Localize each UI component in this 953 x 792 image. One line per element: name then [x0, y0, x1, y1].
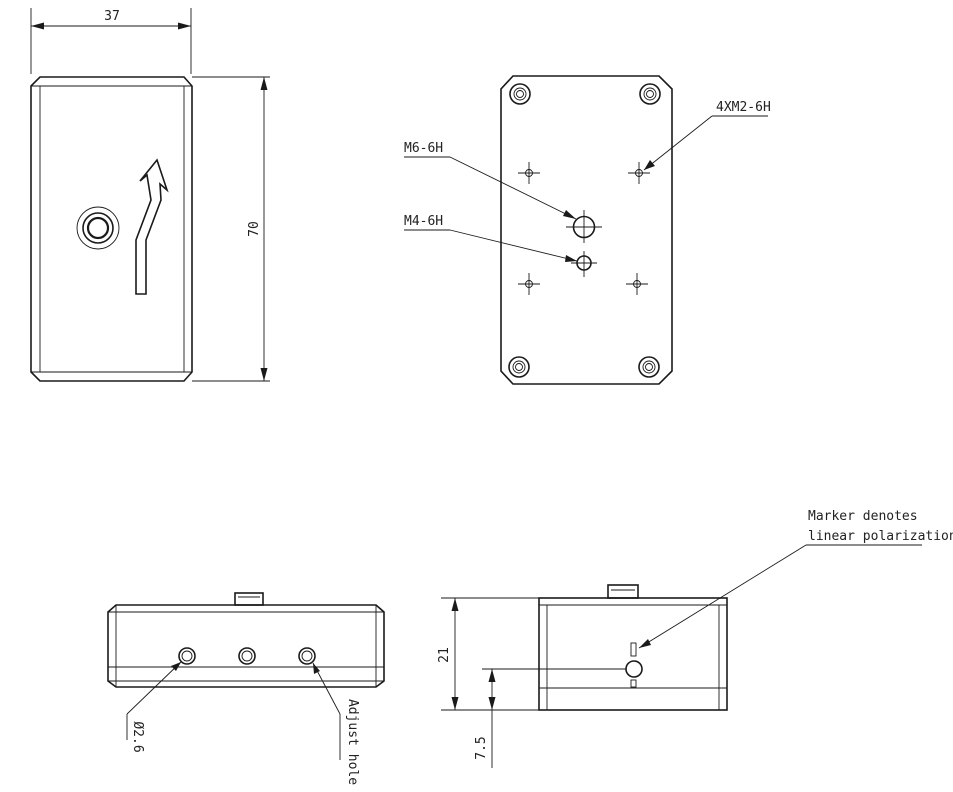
end-offset-dim: 7.5 — [474, 736, 489, 759]
front-height-dim: 70 — [247, 221, 262, 237]
corner-hole-bl — [508, 356, 530, 378]
polarization-marker — [630, 642, 637, 657]
back-view: M6-6H M4-6H 4XM2-6H — [404, 75, 771, 385]
side-view: Ø2.6 Adjust hole — [107, 592, 385, 785]
end-body-outline — [538, 597, 728, 711]
side-hole-2 — [238, 647, 256, 665]
marker-note-line2: linear polarization — [808, 529, 953, 544]
callout-corner-holes: 4XM2-6H — [716, 100, 771, 115]
m6-hole — [566, 210, 602, 243]
side-hole-3 — [298, 647, 316, 665]
callout-m4: M4-6H — [404, 214, 443, 229]
adjust-hole-label: Adjust hole — [345, 699, 360, 785]
callout-m6: M6-6H — [404, 141, 443, 156]
corner-hole-tl — [509, 83, 531, 105]
front-view: 37 70 — [30, 8, 270, 382]
end-connector — [607, 584, 639, 599]
side-connector — [234, 592, 264, 606]
front-polarization-arrow-icon — [135, 158, 169, 295]
m4-hole — [571, 251, 597, 277]
m2-hole-3 — [518, 273, 540, 295]
back-plate-outline — [500, 75, 673, 385]
marker-note-line1: Marker denotes — [808, 509, 918, 524]
m2-hole-4 — [626, 273, 648, 295]
front-connector — [76, 206, 120, 250]
m2-hole-1 — [518, 162, 540, 184]
hole-diameter-label: Ø2.6 — [130, 721, 145, 752]
corner-hole-br — [638, 356, 660, 378]
front-width-dim: 37 — [104, 9, 120, 24]
side-hole-1 — [178, 647, 196, 665]
corner-hole-tr — [639, 83, 661, 105]
end-height-dim: 21 — [437, 647, 452, 663]
end-view: 21 7.5 Marker denotes linear polarizatio… — [437, 509, 953, 768]
m2-hole-2 — [628, 162, 650, 184]
front-body-outline — [30, 76, 193, 382]
side-body-outline — [107, 604, 385, 688]
